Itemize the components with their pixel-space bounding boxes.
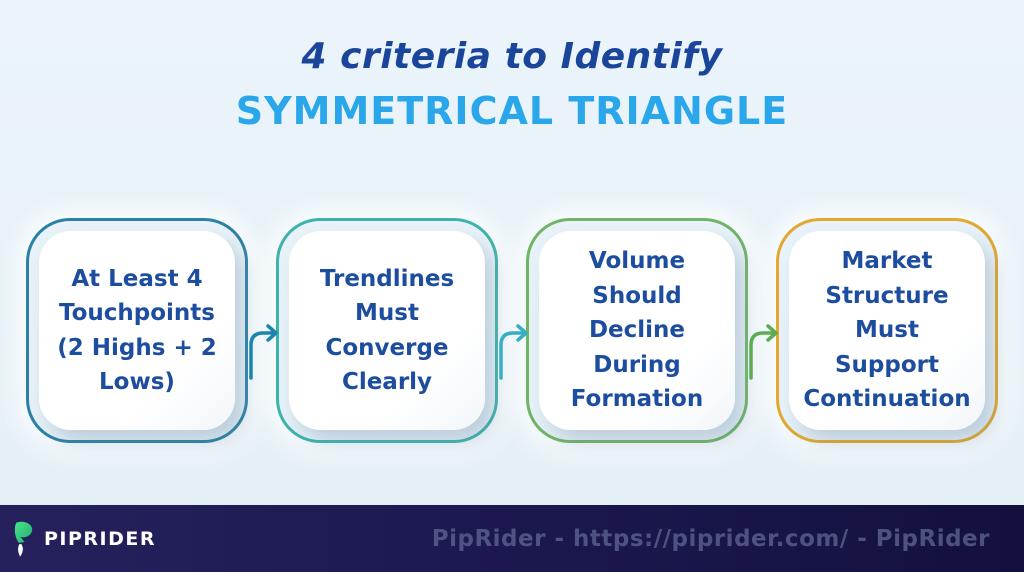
title-line-1: 4 criteria to Identify bbox=[301, 36, 723, 77]
flow-arrow-icon bbox=[741, 300, 785, 382]
criteria-box-3: Volume Should Decline During Formation bbox=[526, 218, 748, 443]
criteria-box-3-label: Volume Should Decline During Formation bbox=[570, 248, 704, 413]
piprider-logo-icon bbox=[14, 521, 33, 557]
criteria-box-1-card: At Least 4 Touchpoints (2 Highs + 2 Lows… bbox=[39, 231, 235, 430]
criteria-box-2-card: Trendlines Must Converge Clearly bbox=[289, 231, 485, 430]
criteria-box-1-label: At Least 4 Touchpoints (2 Highs + 2 Lows… bbox=[57, 265, 217, 396]
brand-logo: PIPRIDER bbox=[0, 520, 156, 558]
criteria-box-2: Trendlines Must Converge Clearly bbox=[276, 218, 498, 443]
title-block: 4 criteria to Identify SYMMETRICAL TRIAN… bbox=[0, 36, 1024, 133]
brand-name: PIPRIDER bbox=[44, 527, 157, 550]
footer-bar: PIPRIDER PipRider - https://piprider.com… bbox=[0, 505, 1024, 572]
criteria-row: At Least 4 Touchpoints (2 Highs + 2 Lows… bbox=[26, 218, 998, 443]
title-line-2: SYMMETRICAL TRIANGLE bbox=[235, 89, 789, 133]
criteria-box-1: At Least 4 Touchpoints (2 Highs + 2 Lows… bbox=[26, 218, 248, 443]
criteria-box-2-label: Trendlines Must Converge Clearly bbox=[319, 265, 455, 396]
flow-arrow-icon bbox=[241, 300, 285, 382]
criteria-box-4-card: Market Structure Must Support Continuati… bbox=[789, 231, 985, 430]
footer-watermark: PipRider - https://piprider.com/ - PipRi… bbox=[431, 525, 990, 552]
criteria-box-4-label: Market Structure Must Support Continuati… bbox=[803, 248, 971, 413]
criteria-box-4: Market Structure Must Support Continuati… bbox=[776, 218, 998, 443]
criteria-box-3-card: Volume Should Decline During Formation bbox=[539, 231, 735, 430]
flow-arrow-icon bbox=[491, 300, 535, 382]
